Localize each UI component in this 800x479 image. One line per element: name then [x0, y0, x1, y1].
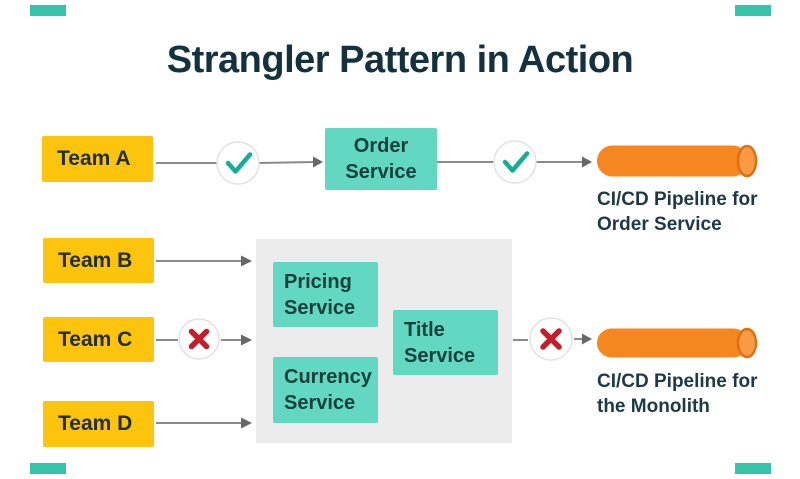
- page-title: Strangler Pattern in Action: [166, 39, 634, 81]
- cross-icon: [529, 317, 573, 361]
- check-icon: [216, 141, 260, 185]
- order-service-box: Order Service: [325, 128, 437, 190]
- pricing-service-box: Pricing Service: [273, 262, 378, 327]
- team-d-label: Team D: [58, 412, 133, 435]
- team-d-box: Team D: [43, 401, 154, 447]
- team-a-label: Team A: [57, 147, 131, 170]
- connector-team-a-to-order-service: [156, 156, 323, 168]
- order-service-label: Order Service: [345, 135, 417, 183]
- team-c-box: Team C: [43, 317, 154, 362]
- monolith-pipeline-caption: CI/CD Pipeline for the Monolith: [597, 371, 758, 417]
- connector-team-d-to-panel: [156, 417, 252, 429]
- pipeline-cylinder-icon: [597, 327, 758, 359]
- team-b-label: Team B: [58, 248, 133, 272]
- order-pipeline-caption: CI/CD Pipeline for Order Service: [597, 189, 758, 235]
- team-c-label: Team C: [58, 327, 133, 351]
- team-a-box: Team A: [42, 136, 153, 182]
- title-service-label: Title Service: [404, 318, 476, 367]
- title-service-box: Title Service: [393, 310, 498, 375]
- connector-order-service-to-pipeline: [437, 156, 592, 168]
- corner-marker-bottom-right: [735, 463, 771, 474]
- check-icon: [493, 140, 537, 184]
- connector-team-c-to-panel: [156, 334, 252, 346]
- corner-marker-bottom-left: [30, 463, 66, 474]
- currency-service-box: Currency Service: [273, 357, 378, 423]
- team-b-box: Team B: [43, 238, 154, 283]
- cross-icon: [178, 318, 220, 360]
- connector-panel-to-monolith-pipeline: [513, 333, 592, 345]
- corner-marker-top-left: [30, 5, 66, 16]
- pipeline-cylinder-icon: [597, 144, 758, 178]
- pricing-service-label: Pricing Service: [284, 270, 356, 319]
- currency-service-label: Currency Service: [284, 366, 372, 414]
- corner-marker-top-right: [735, 5, 771, 16]
- connector-team-b-to-panel: [156, 255, 252, 267]
